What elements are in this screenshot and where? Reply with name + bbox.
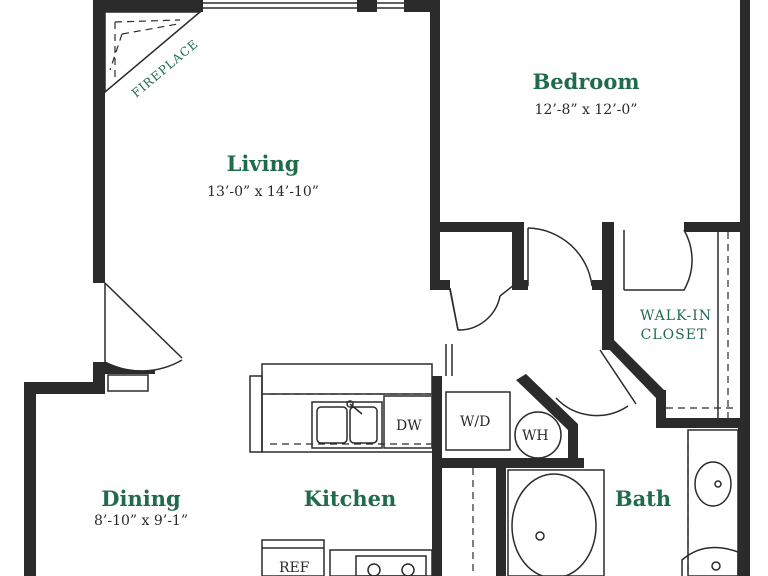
kitchen-counter xyxy=(249,344,453,453)
dining-dimensions: 8’-10” x 9’-1” xyxy=(94,513,188,529)
dishwasher-label: DW xyxy=(396,418,422,434)
refrigerator: REF xyxy=(261,539,325,576)
water-heater-label: WH xyxy=(522,428,549,444)
walls xyxy=(24,0,750,576)
water-heater: WH xyxy=(514,411,562,459)
bath-name: Bath xyxy=(615,486,671,511)
bedroom-dimensions: 12’-8” x 12’-0” xyxy=(535,102,638,118)
doors xyxy=(104,227,693,417)
living-dimensions: 13’-0” x 14’-10” xyxy=(207,184,319,200)
washer-dryer: W/D xyxy=(445,391,511,451)
kitchen-name: Kitchen xyxy=(304,486,397,511)
room-labels: Bedroom 12’-8” x 12’-0” Living 13’-0” x … xyxy=(94,69,712,529)
living-name: Living xyxy=(227,151,300,176)
walkin-closet-label-line1: WALK-IN xyxy=(640,308,712,324)
dishwasher: DW xyxy=(383,395,433,449)
kitchen-sink xyxy=(311,400,383,449)
windows xyxy=(107,0,748,392)
walkin-closet-label-line2: CLOSET xyxy=(641,327,708,343)
toilet xyxy=(681,546,739,576)
fireplace: FIREPLACE xyxy=(104,11,203,101)
closet-shelving xyxy=(666,232,738,418)
range xyxy=(329,549,433,576)
refrigerator-label: REF xyxy=(279,560,310,576)
washer-dryer-label: W/D xyxy=(460,414,490,430)
vanity xyxy=(687,429,739,576)
fireplace-label: FIREPLACE xyxy=(129,37,201,101)
dining-name: Dining xyxy=(101,486,181,511)
bathtub xyxy=(507,469,605,576)
bedroom-name: Bedroom xyxy=(532,69,639,94)
